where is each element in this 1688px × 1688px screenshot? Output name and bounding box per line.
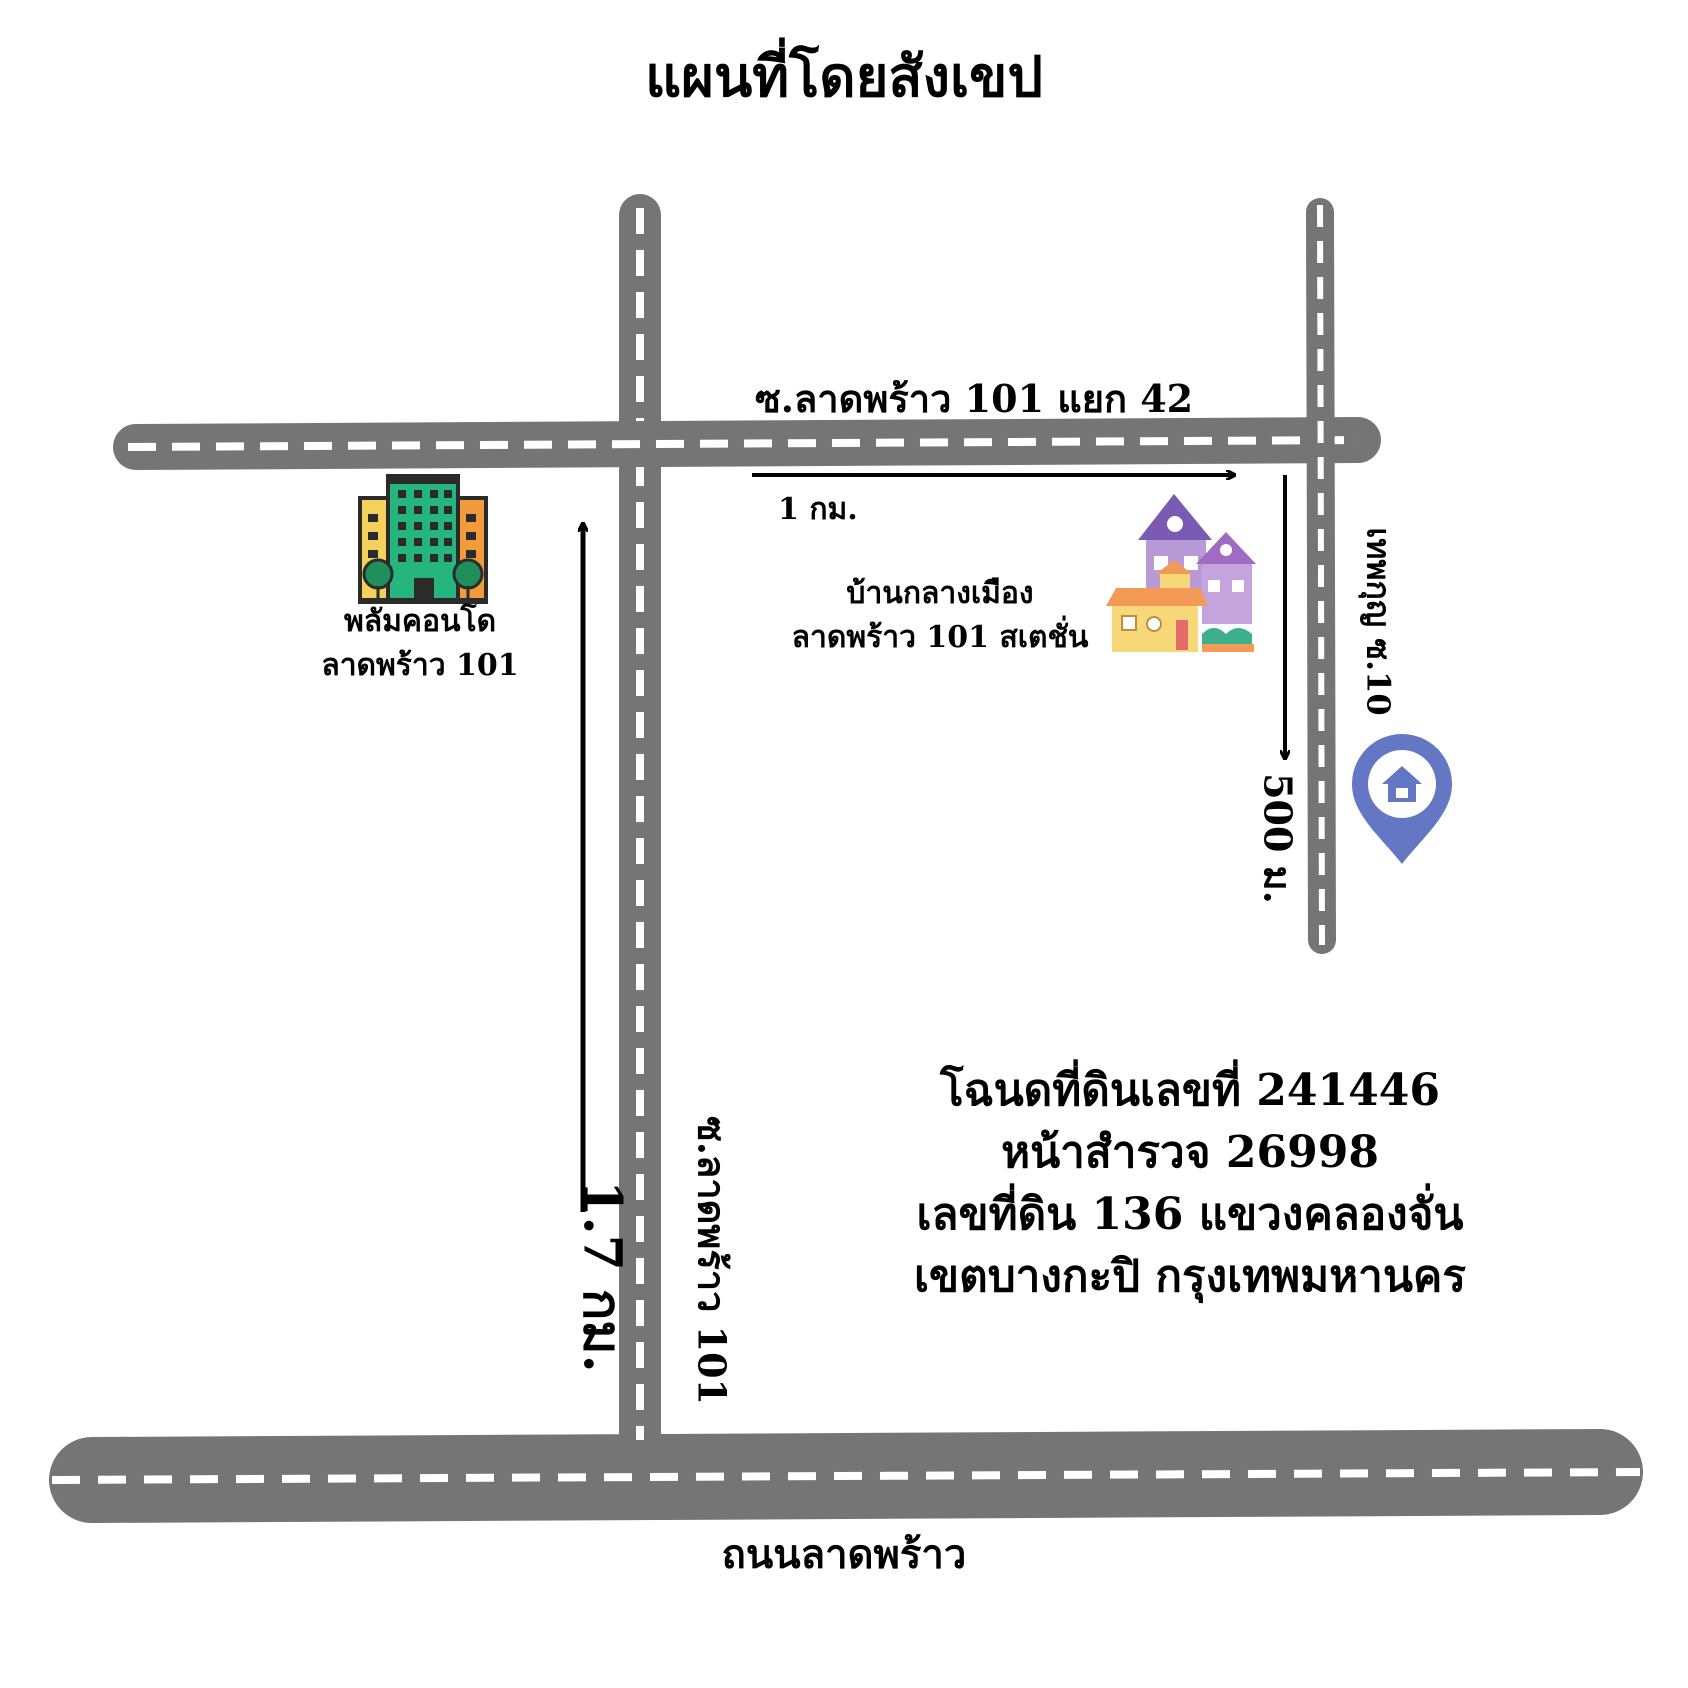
distance-label-500m: 500 ม.: [1255, 773, 1301, 904]
land-deed-info: โฉนดที่ดินเลขที่ 241446 หน้าสำรวจ 26998 …: [840, 1060, 1540, 1308]
district-province: เขตบางกะปิ กรุงเทพมหานคร: [914, 1251, 1466, 1302]
land-deed-number: โฉนดที่ดินเลขที่ 241446: [939, 1065, 1440, 1116]
condo-label: พลัมคอนโด ลาดพร้าว 101: [300, 600, 540, 688]
road-label-lat-phrao: ถนนลาดพร้าว: [721, 1531, 967, 1578]
distance-label-1km: 1 กม.: [778, 492, 858, 527]
village-label-line1: บ้านกลางเมือง: [846, 576, 1034, 611]
village-label: บ้านกลางเมือง ลาดพร้าว 101 สเตชั่น: [760, 572, 1120, 660]
road-label-soi-lat-phrao-101: ซ.ลาดพร้าว 101: [689, 1115, 735, 1405]
road-thepkunya-soi-10: [1306, 198, 1336, 954]
road-label-soi-101-yaek-42: ซ.ลาดพร้าว 101 แยก 42: [755, 376, 1194, 421]
road-label-thepkunya-soi-10: เทพกุญ ซ.10: [1359, 527, 1398, 716]
village-label-line2: ลาดพร้าว 101 สเตชั่น: [791, 620, 1089, 655]
condo-label-line1: พลัมคอนโด: [343, 604, 497, 639]
condo-label-line2: ลาดพร้าว 101: [321, 648, 519, 683]
home-location-pin-icon: [1352, 734, 1452, 864]
main-road-lat-phrao: [49, 1429, 1643, 1523]
survey-page-number: หน้าสำรวจ 26998: [1001, 1127, 1379, 1178]
condo-building-icon: [358, 474, 488, 604]
distance-label-1-7km: 1.7 กม.: [571, 1180, 633, 1373]
land-number-subdistrict: เลขที่ดิน 136 แขวงคลองจั่น: [916, 1189, 1464, 1240]
houses-icon: [1106, 494, 1256, 652]
map-title: แผนที่โดยสังเขป: [645, 44, 1043, 110]
road-soi-101-yaek-42: [113, 417, 1381, 470]
